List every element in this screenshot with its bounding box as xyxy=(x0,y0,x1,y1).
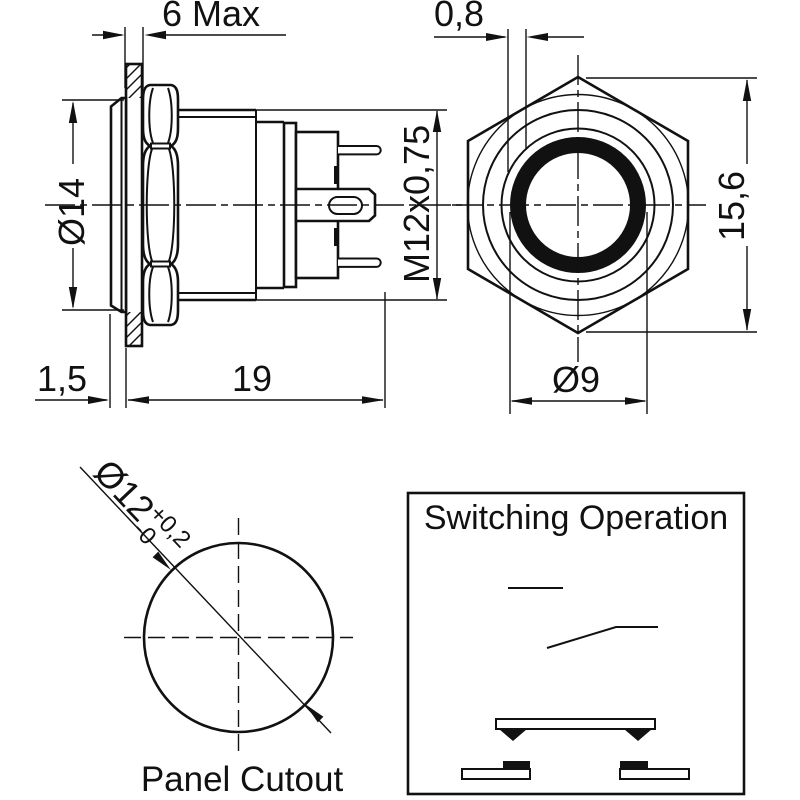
switching-title: Switching Operation xyxy=(424,499,728,537)
moving-contact-lever xyxy=(546,626,658,649)
dim-head-diameter: Ø14 xyxy=(51,99,124,311)
bridge-contact-right xyxy=(624,729,652,741)
terminal-pin-top xyxy=(338,145,382,156)
dim-body-length-label: 19 xyxy=(232,358,272,399)
dim-thread: M12x0,75 xyxy=(256,109,447,301)
dim-head-diameter-label: Ø14 xyxy=(51,178,92,246)
bridge-contact-left xyxy=(499,729,527,741)
leader-arrow-upper xyxy=(152,551,171,570)
panel-cutout-view: Ø12+0,2-0 Panel Cutout xyxy=(79,451,353,799)
dim-actuator-diameter: Ø9 xyxy=(509,212,648,414)
panel-hatch-top xyxy=(126,64,142,98)
dim-actuator-diameter-label: Ø9 xyxy=(552,359,600,400)
leader-arrow-lower xyxy=(305,704,324,723)
dim-6max-label: 6 Max xyxy=(162,0,260,34)
terminal-pad-left xyxy=(503,761,530,769)
terminal-pin-bottom xyxy=(338,257,382,268)
panel-cutout-caption: Panel Cutout xyxy=(141,760,344,799)
dim-ring-width: 0,8 xyxy=(434,0,584,172)
nut-chamfer-band-top xyxy=(150,142,171,150)
terminal-pad-right xyxy=(620,761,648,769)
dim-thread-label: M12x0,75 xyxy=(396,125,437,283)
nut-chamfer-band-bottom xyxy=(150,260,171,268)
dim-across-corners: 15,6 xyxy=(586,77,757,333)
switching-box-frame xyxy=(406,491,746,796)
front-view: 0,8 15,6 Ø9 xyxy=(434,0,757,414)
terminal-base-left xyxy=(461,768,531,780)
dim-ring-width-label: 0,8 xyxy=(434,0,484,34)
cutout-diameter-leader xyxy=(79,466,332,734)
actuator-bridge xyxy=(495,718,656,730)
dim-across-corners-label: 15,6 xyxy=(711,171,752,241)
panel-hatch-bottom xyxy=(126,312,142,346)
dim-bezel-and-length: 1,5 19 xyxy=(35,292,386,408)
cutout-diameter-label: Ø12+0,2-0 xyxy=(80,451,196,569)
dim-bezel-height-label: 1,5 xyxy=(37,358,87,399)
dim-6max: 6 Max xyxy=(92,0,286,88)
switching-operation-box: Switching Operation xyxy=(406,491,746,796)
terminal-base-right xyxy=(619,768,690,780)
side-view: 6 Max Ø14 M12x0,75 xyxy=(35,0,462,408)
